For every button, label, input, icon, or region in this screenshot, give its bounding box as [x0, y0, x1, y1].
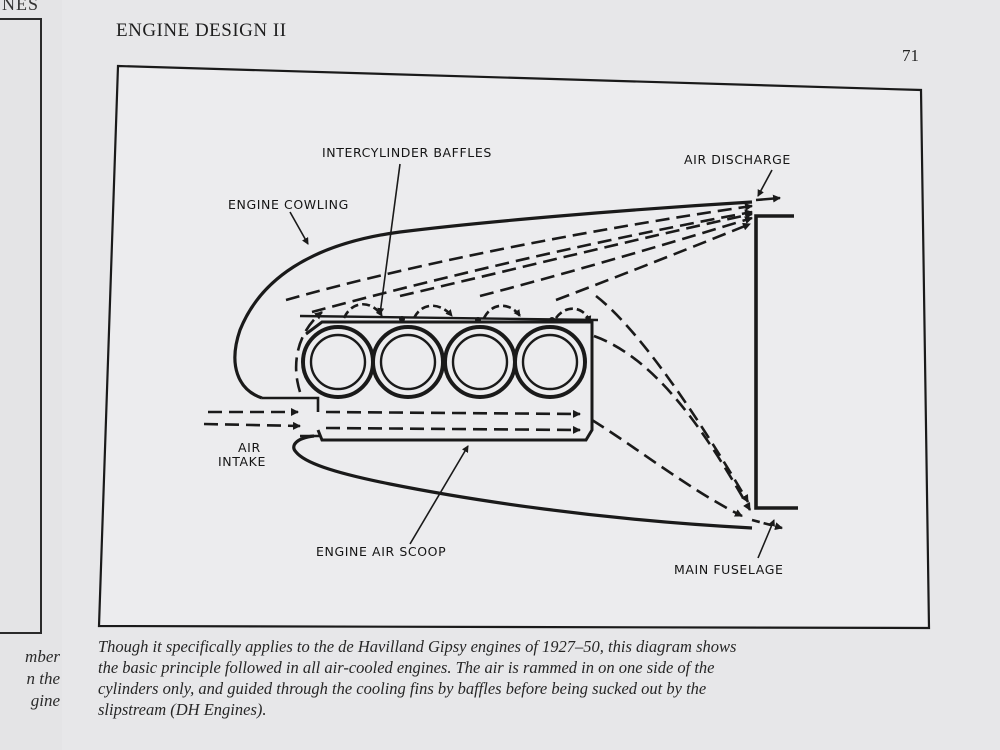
upper-discharge-arrow — [311, 209, 753, 314]
air-intake-upper-lip — [262, 396, 320, 412]
upper-discharge-arrow — [479, 216, 753, 298]
label-engine-cowling: ENGINE COWLING — [228, 197, 349, 212]
cylinder — [301, 325, 375, 399]
rear-descending-airflow-arrow — [595, 294, 750, 503]
cylinder — [443, 325, 517, 399]
upper-discharge-arrow — [399, 211, 753, 298]
baffle-rivet — [475, 317, 481, 323]
left-caption-line-3: gine — [30, 691, 60, 710]
engine-cowling-outline — [233, 200, 753, 400]
cylinder — [371, 325, 445, 399]
leader-intercylinder-baffles — [377, 163, 401, 315]
figure-frame — [97, 64, 931, 630]
cylinder — [513, 325, 587, 399]
label-air-intake-line1: AIR — [238, 440, 261, 455]
cowling-lower-outline — [292, 434, 753, 530]
rear-descending-airflow-arrow — [593, 334, 752, 511]
air-discharge-exit-arrow — [755, 194, 781, 203]
label-intercylinder-baffles: INTERCYLINDER BAFFLES — [322, 145, 492, 160]
upper-discharge-arrow — [555, 222, 751, 302]
engine-cooling-diagram: INTERCYLINDER BAFFLES AIR DISCHARGE ENGI… — [97, 64, 931, 630]
intake-airflow-arrow — [203, 421, 301, 430]
intercylinder-baffle-plate — [299, 314, 599, 322]
baffle-rivet — [549, 317, 555, 323]
left-page-header-fragment: NES — [2, 0, 40, 14]
lower-channel-airflow-arrow — [325, 425, 581, 434]
left-caption-line-1: mber — [25, 647, 60, 666]
label-main-fuselage: MAIN FUSELAGE — [674, 562, 784, 577]
left-caption-line-2: n the — [26, 669, 60, 688]
front-rising-airflow-arrow — [294, 310, 323, 393]
baffle-airflow-arrow — [554, 307, 592, 323]
running-head: ENGINE DESIGN II — [116, 20, 287, 41]
caption-line-4: slipstream (DH Engines). — [98, 700, 267, 719]
engine-block-outline — [305, 320, 594, 442]
airflow-arrows — [203, 194, 783, 531]
baffle-rivet — [399, 316, 405, 322]
left-page-edge: NES mber n the gine — [0, 0, 63, 750]
leader-air-discharge — [757, 169, 773, 197]
baffle-airflow-arrow — [482, 304, 522, 319]
caption-line-2: the basic principle followed in all air-… — [98, 658, 715, 677]
baffle-airflow-arrow — [412, 304, 453, 319]
left-page-caption-fragment: mber n the gine — [0, 646, 60, 712]
caption-line-3: cylinders only, and guided through the c… — [98, 679, 707, 698]
main-fuselage-outline — [754, 214, 798, 510]
upper-discharge-arrow — [285, 203, 753, 302]
page-number: 71 — [902, 46, 919, 65]
lower-channel-airflow-arrow — [325, 409, 581, 418]
rear-descending-airflow-arrow — [591, 418, 743, 518]
leader-main-fuselage — [757, 519, 775, 559]
caption-line-1: Though it specifically applies to the de… — [98, 637, 737, 656]
left-page-figure-frame — [0, 18, 42, 634]
label-air-discharge: AIR DISCHARGE — [684, 152, 791, 167]
label-air-intake-line2: INTAKE — [218, 454, 266, 469]
leader-engine-air-scoop — [409, 445, 469, 545]
fuselage-exit-arrow — [751, 518, 783, 531]
label-engine-air-scoop: ENGINE AIR SCOOP — [316, 544, 446, 559]
figure-caption: Though it specifically applies to the de… — [98, 636, 948, 720]
leader-engine-cowling — [289, 211, 309, 245]
